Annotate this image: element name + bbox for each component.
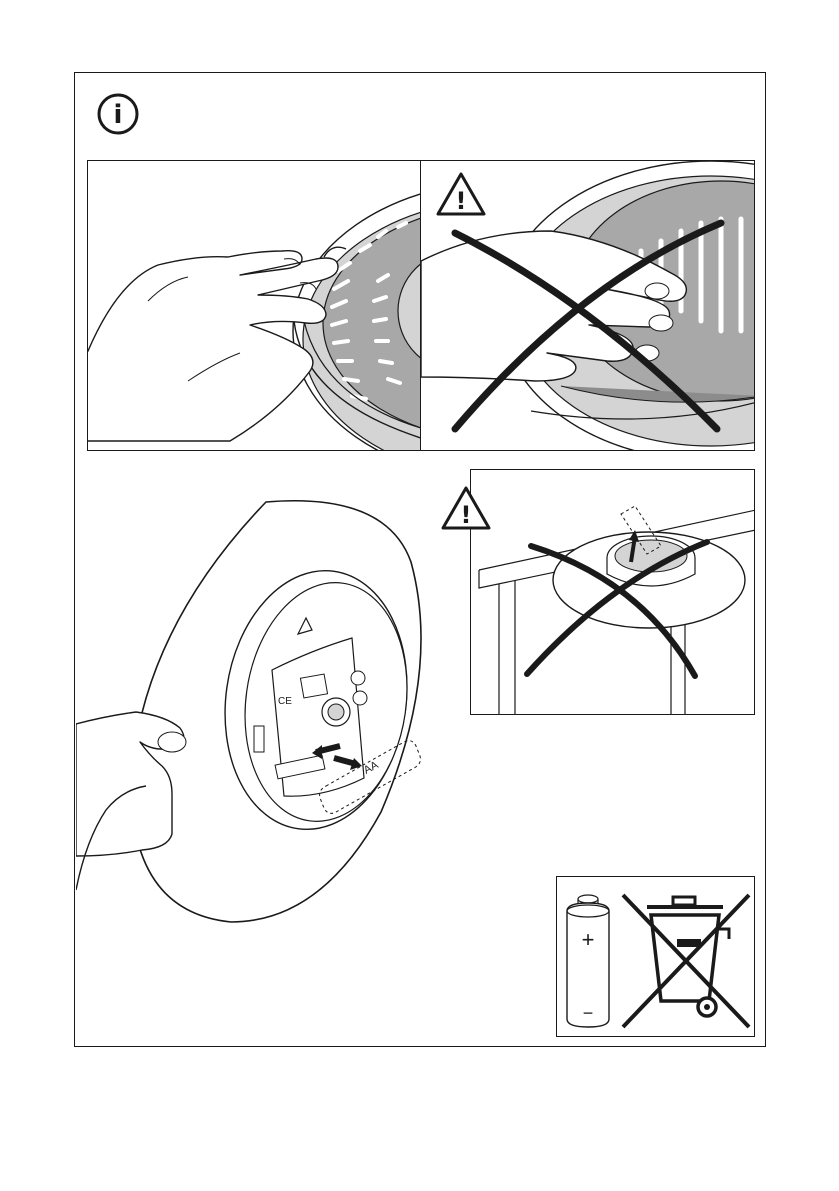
panel-wrong-table-edge (470, 469, 755, 715)
svg-text:+: + (582, 927, 595, 952)
svg-text:!: ! (461, 501, 472, 529)
wrong-table-edge-illustration (471, 470, 755, 715)
panel-wrong-grip: ! (420, 160, 755, 451)
warning-icon-table: ! (440, 485, 492, 531)
svg-text:!: ! (456, 187, 467, 215)
battery-compartment-illustration: CE AA (76, 490, 436, 930)
svg-text:−: − (583, 1003, 594, 1023)
svg-text:i: i (114, 100, 123, 130)
battery-icon: + − (563, 891, 613, 1029)
ce-mark: CE (278, 696, 292, 707)
lift-diffuser-illustration (88, 161, 421, 451)
panel-battery-disposal: + − (556, 876, 755, 1037)
panel-lift-diffuser-correct (87, 160, 421, 451)
info-icon: i (96, 92, 140, 136)
warning-icon: ! (435, 171, 487, 217)
crossed-out-wheelie-bin-icon (617, 889, 753, 1029)
